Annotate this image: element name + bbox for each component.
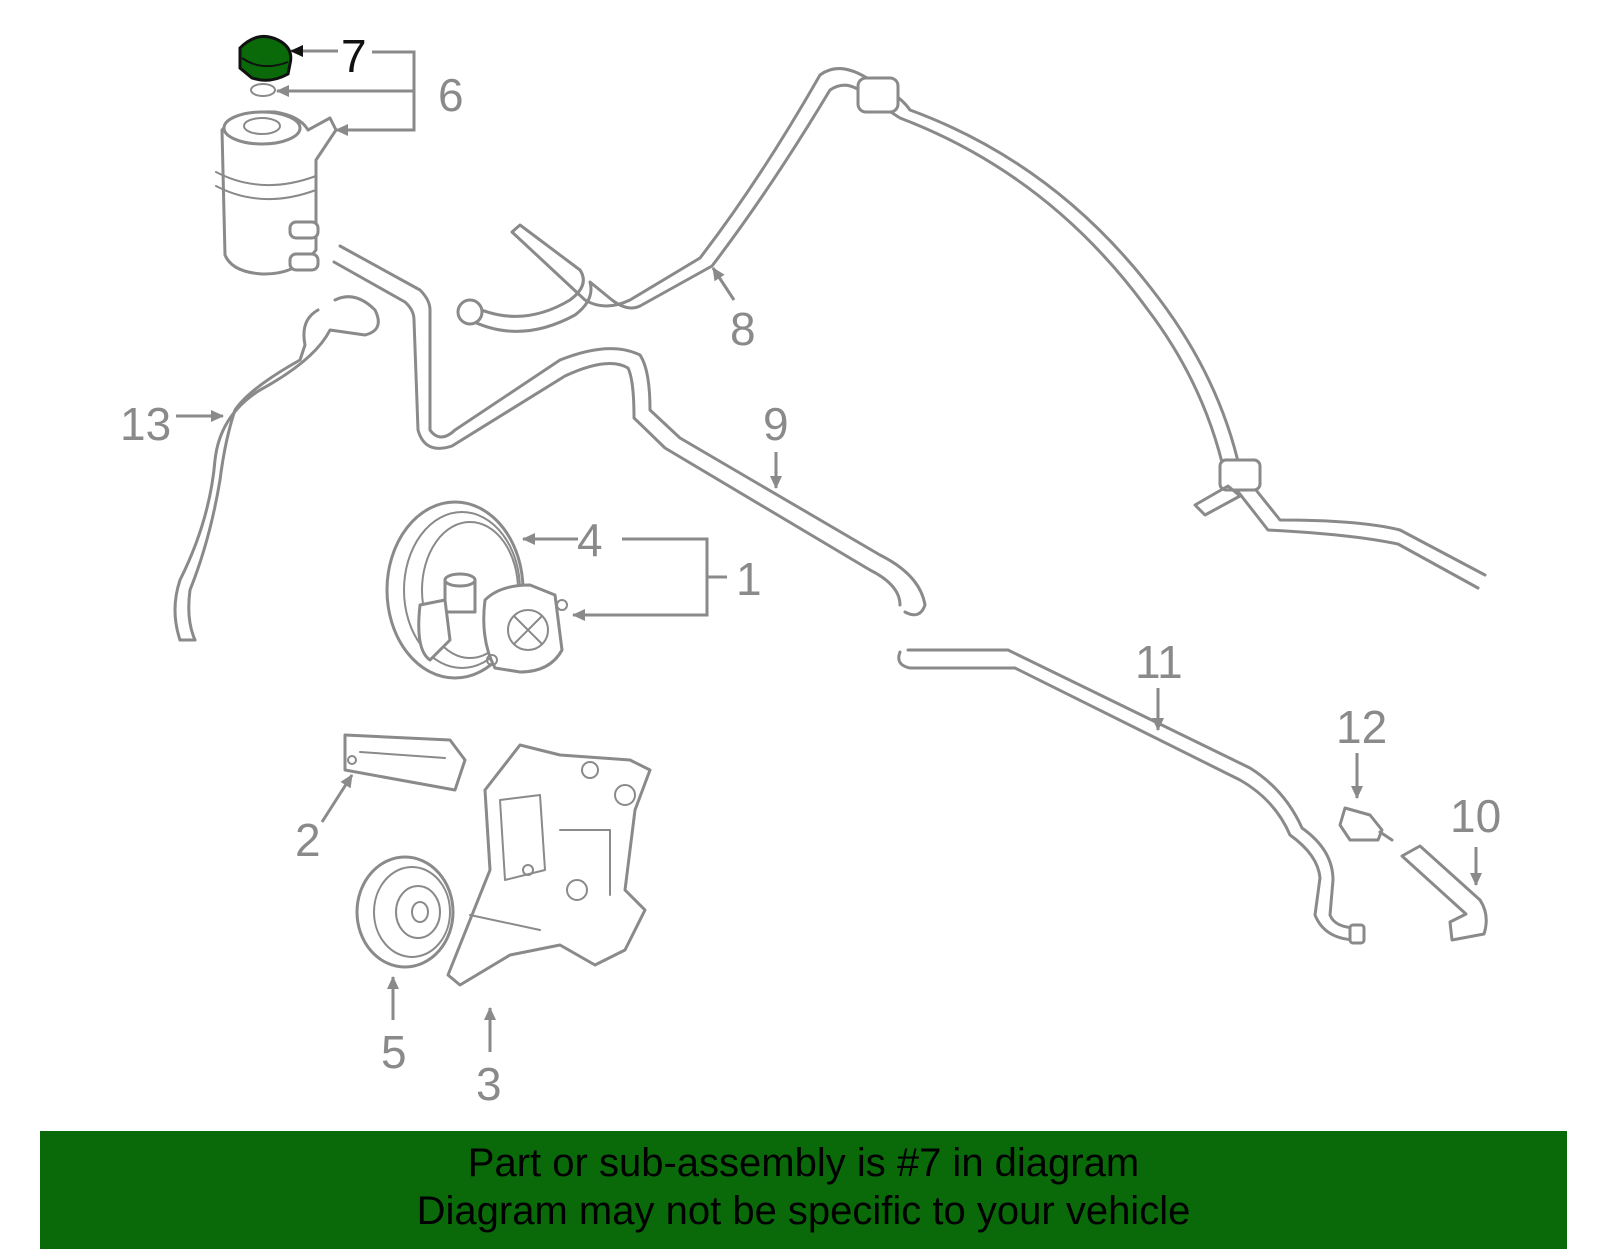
pressure-hose-part[interactable]	[456, 67, 1487, 590]
label-1: 1	[736, 553, 762, 605]
fitting-part[interactable]	[1338, 806, 1394, 842]
label-10: 10	[1450, 790, 1501, 842]
banner-line-1: Part or sub-assembly is #7 in diagram	[467, 1141, 1140, 1185]
label-6: 6	[438, 69, 464, 121]
idler-pulley-part[interactable]	[355, 855, 455, 969]
power-steering-pump-part[interactable]	[385, 500, 568, 680]
label-8: 8	[730, 303, 756, 355]
label-3: 3	[476, 1058, 502, 1110]
label-7: 7	[341, 30, 367, 82]
banner-line-2: Diagram may not be specific to your vehi…	[416, 1189, 1191, 1233]
hose-section-part[interactable]	[1400, 844, 1488, 942]
reservoir-cap-part[interactable]	[238, 34, 293, 82]
callout-arrows	[176, 45, 1482, 1052]
label-12: 12	[1336, 701, 1387, 753]
label-9: 9	[763, 398, 789, 450]
mounting-bracket-part[interactable]	[446, 743, 652, 987]
info-banner: Part or sub-assembly is #7 in diagram Di…	[40, 1131, 1567, 1249]
label-13: 13	[120, 398, 171, 450]
label-5: 5	[381, 1026, 407, 1078]
reservoir-part[interactable]	[215, 83, 338, 276]
bracket-plate-part[interactable]	[343, 733, 467, 792]
label-4: 4	[577, 514, 603, 566]
return-hose-part[interactable]	[332, 244, 927, 617]
label-2: 2	[295, 814, 321, 866]
label-11: 11	[1135, 636, 1183, 688]
cooler-line-part[interactable]	[897, 648, 1366, 945]
lower-hose-part[interactable]	[173, 295, 380, 642]
